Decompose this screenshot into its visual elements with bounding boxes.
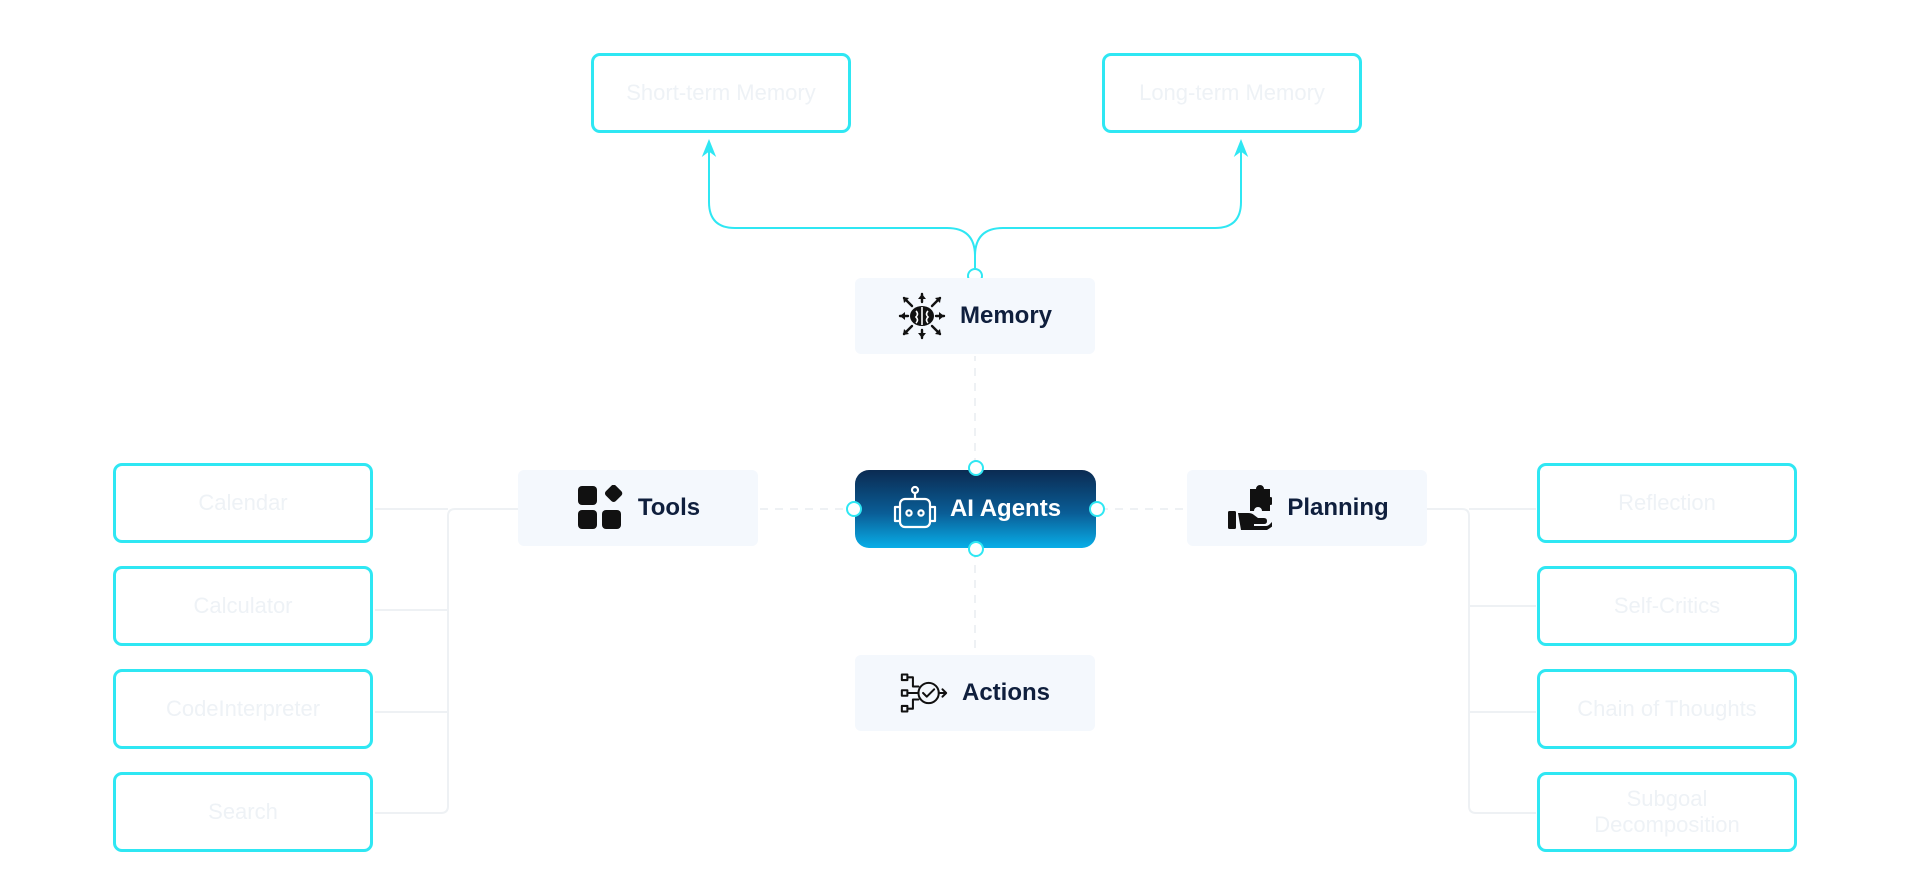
search-box[interactable]: Search [113,772,373,852]
calendar-box[interactable]: Calendar [113,463,373,543]
self-critics-label: Self-Critics [1613,593,1721,618]
self-critics-box[interactable]: Self-Critics [1537,566,1797,646]
tools-branch-connector [375,508,518,814]
tools-node-label: Tools [637,494,701,521]
planning-node-label: Planning [1287,494,1389,521]
subgoal-decomposition-label: Subgoal Decomposition [1594,786,1740,837]
chain-of-thoughts-label: Chain of Thoughts [1577,696,1757,721]
actions-node[interactable]: Actions [855,655,1095,731]
hand-puzzle-icon [1225,484,1273,532]
ai-agents-hub[interactable]: AI Agents [855,470,1096,548]
hub-port-left[interactable] [846,501,862,517]
tools-node[interactable]: Tools [518,470,758,546]
hub-port-bottom[interactable] [968,541,984,557]
hub-port-top[interactable] [968,460,984,476]
search-label: Search [208,799,278,824]
hub-port-right[interactable] [1089,501,1105,517]
codeinterpreter-box[interactable]: CodeInterpreter [113,669,373,749]
reflection-label: Reflection [1618,490,1716,515]
subgoal-decomposition-box[interactable]: Subgoal Decomposition [1537,772,1797,852]
codeinterpreter-label: CodeInterpreter [165,696,321,721]
workflow-check-icon [900,669,948,717]
brain-network-icon [898,292,946,340]
memory-node[interactable]: Memory [855,278,1095,354]
short-term-memory-label: Short-term Memory [626,80,816,105]
short-term-memory-box[interactable]: Short-term Memory [591,53,851,133]
long-term-memory-box[interactable]: Long-term Memory [1102,53,1362,133]
planning-branch-connector [1427,508,1536,814]
ai-agents-hub-label: AI Agents [949,495,1062,522]
calendar-label: Calendar [198,490,288,515]
chain-of-thoughts-box[interactable]: Chain of Thoughts [1537,669,1797,749]
calculator-box[interactable]: Calculator [113,566,373,646]
reflection-box[interactable]: Reflection [1537,463,1797,543]
long-term-memory-label: Long-term Memory [1139,80,1325,105]
memory-connector-long-term [974,139,1249,272]
planning-node[interactable]: Planning [1187,470,1427,546]
app-grid-icon [576,484,624,532]
actions-node-label: Actions [961,679,1050,706]
memory-node-label: Memory [959,302,1053,329]
calculator-label: Calculator [193,593,293,618]
memory-connector-short-term [701,139,976,272]
robot-icon [890,484,940,534]
